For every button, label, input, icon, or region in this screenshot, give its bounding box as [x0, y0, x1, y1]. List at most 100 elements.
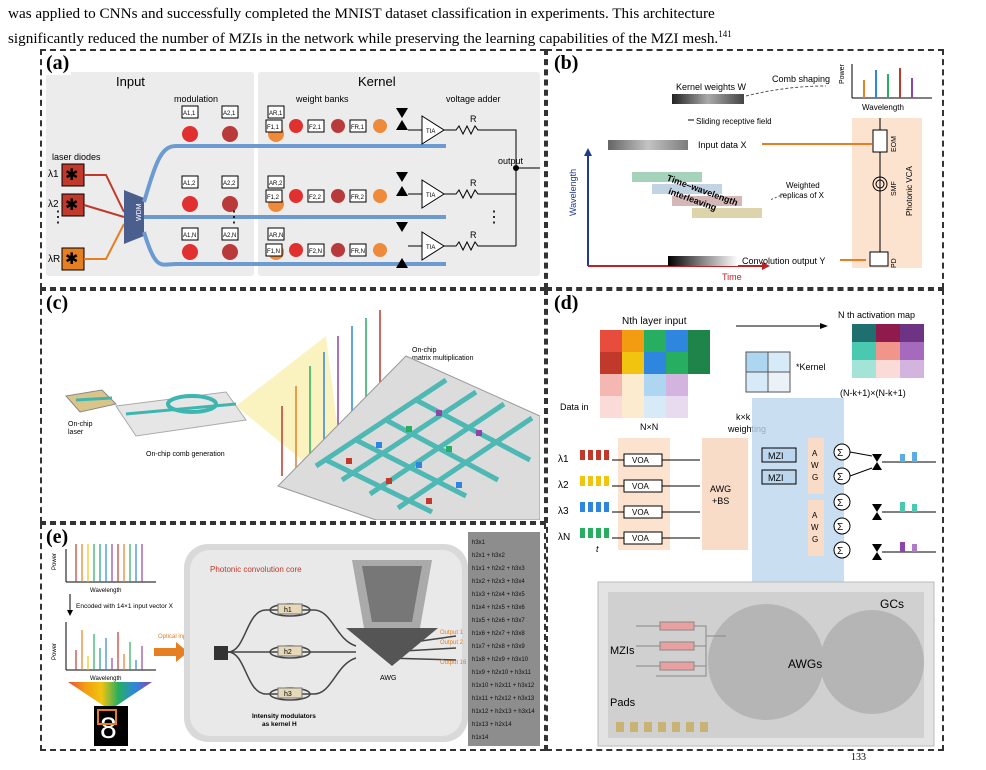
input-data-label: Input data X	[698, 140, 747, 150]
intro-line-1: was applied to CNNs and successfully com…	[8, 5, 715, 22]
svg-text:h1x10 + h2x11 + h3x12: h1x10 + h2x11 + h3x12	[472, 683, 535, 689]
f22: F2,2	[309, 195, 322, 201]
r-1: R	[470, 114, 477, 124]
im-label-1: Intensity modulators	[252, 713, 316, 720]
panel-d-figure: Nth layer input N th activation map N×N …	[558, 310, 936, 747]
fr1: FR,1	[351, 125, 365, 131]
svg-text:✱: ✱	[65, 167, 78, 184]
modulators: A1,1 A2,1 AR,1 A1,2 A2,2 AR,2 A1,N A2,N …	[181, 105, 285, 260]
mzi-1: MZI	[768, 451, 784, 461]
comb-spectrum	[863, 68, 913, 98]
weighted-label: Weighted	[786, 181, 820, 190]
svg-text:Σ: Σ	[837, 546, 843, 557]
output-1: Output 1	[440, 630, 464, 636]
encoded-comb	[75, 630, 143, 670]
sigma-labels: Σ Σ Σ Σ Σ	[837, 448, 843, 557]
svg-text:G: G	[812, 473, 818, 482]
svg-text:⋮: ⋮	[50, 209, 66, 226]
svg-text:VOA: VOA	[632, 456, 650, 465]
svg-text:h1x4 + h2x5 + h3x6: h1x4 + h2x5 + h3x6	[472, 605, 525, 611]
a2n: A2,N	[223, 233, 236, 239]
awg-label: AWG	[380, 675, 396, 682]
svg-text:h2x1 + h3x2: h2x1 + h3x2	[472, 553, 506, 559]
awg-bs-2: +BS	[712, 496, 729, 506]
panel-a: Input Kernel modulation weight banks vol…	[46, 72, 540, 276]
svg-text:λ2: λ2	[558, 480, 569, 491]
svg-text:G: G	[812, 535, 818, 544]
laser-diodes-label: laser diodes	[52, 152, 101, 162]
right-top-frame	[546, 49, 944, 289]
panel-b-label: (b)	[552, 52, 581, 75]
fr2: FR,2	[351, 195, 365, 201]
svg-text:h1x13 + h2x14: h1x13 + h2x14	[472, 722, 512, 728]
photodiodes	[396, 108, 408, 268]
svg-text:Σ: Σ	[837, 448, 843, 459]
svg-text:Σ: Σ	[837, 498, 843, 509]
kxk-label: k×k	[736, 412, 751, 422]
size-formula: (N-k+1)×(N-k+1)	[840, 388, 906, 398]
conv-output-label: Convolution output Y	[742, 256, 825, 266]
panel-c-figure: On-chip matrix multiplication On-chip la…	[65, 310, 540, 520]
mzis-label: MZIs	[610, 645, 635, 657]
right-bottom-frame	[546, 289, 944, 751]
onchip-laser-2: laser	[68, 429, 84, 436]
tia-3: TIA	[426, 245, 435, 251]
voltage-adder-label: voltage adder	[446, 94, 501, 104]
chip-mzis	[659, 621, 695, 671]
e-wavelength-1: Wavelength	[90, 588, 121, 594]
svg-text:h1x7 + h2x8 + h3x9: h1x7 + h2x8 + h3x9	[472, 644, 525, 650]
svg-text:h1x5 + h2x6 + h3x7: h1x5 + h2x6 + h3x7	[472, 618, 525, 624]
left-top-frame	[40, 49, 546, 289]
h2-label: h2	[284, 649, 292, 656]
svg-text:A: A	[812, 449, 818, 458]
lambda-rows: λ1 λ2 λ3 λN	[558, 454, 570, 543]
panel-e: Power Wavelength Encoded with 14×1 input…	[46, 530, 540, 748]
activation-map	[852, 324, 924, 378]
wavelength-label: Wavelength	[568, 169, 578, 216]
svg-text:W: W	[811, 523, 819, 532]
svg-text:h1x14: h1x14	[472, 735, 489, 741]
pads	[616, 722, 708, 732]
left-bottom-frame	[40, 523, 546, 751]
weight-banks-label: weight banks	[295, 94, 349, 104]
mnist-digit: 8	[100, 712, 117, 745]
caption-ref: 133	[851, 752, 866, 763]
r-2: R	[470, 178, 477, 188]
t-label: t	[596, 544, 599, 554]
core-title: Photonic convolution core	[210, 565, 302, 574]
input-grid	[600, 330, 710, 418]
comb-shaping-label: Comb shaping	[772, 74, 830, 84]
h1-label: h1	[284, 607, 292, 614]
voa-labels: VOA VOA VOA VOA	[632, 456, 650, 543]
intro-ref: 141	[718, 29, 732, 39]
svg-text:✱: ✱	[65, 251, 78, 268]
f21: F2,1	[309, 125, 322, 131]
gcs-label: GCs	[880, 597, 904, 611]
laser-diodes: ✱ ✱ ✱ ⋮	[50, 163, 85, 271]
weighting-label: weighting	[727, 424, 766, 434]
panel-c-label: (c)	[44, 292, 71, 315]
output-equations: h3x1 h2x1 + h3x2 h1x1 + h2x2 + h3x3 h1x2…	[472, 540, 535, 741]
weight-banks: F1,1 F2,1 FR,1 F1,2 F2,2 FR,2 F1,N F2,N …	[265, 119, 387, 257]
svg-text:h1x9 + h2x10 + h3x11: h1x9 + h2x10 + h3x11	[472, 670, 532, 676]
f1n: F1,N	[267, 249, 280, 255]
tia-1: TIA	[426, 129, 435, 135]
wavelength-axis-label: Wavelength	[862, 103, 904, 112]
svg-text:✱: ✱	[65, 197, 78, 214]
h3-label: h3	[284, 691, 292, 698]
time-label: Time	[722, 272, 742, 282]
svg-text:λ1: λ1	[558, 454, 569, 465]
frn: FR,N	[351, 249, 365, 255]
replicas-label: replicas of X	[780, 191, 825, 200]
ar2: AR,2	[269, 181, 283, 187]
panel-b-figure: Kernel weights W Comb shaping Power Wave…	[568, 63, 932, 282]
svg-text:h1x1 + h2x2 + h3x3: h1x1 + h2x2 + h3x3	[472, 566, 525, 572]
svg-text:Σ: Σ	[837, 472, 843, 483]
f2n: F2,N	[309, 249, 322, 255]
power-axis-label: Power	[839, 63, 846, 84]
ar1: AR,1	[269, 111, 283, 117]
svg-text:h1x12 + h2x13 + h3x14: h1x12 + h2x13 + h3x14	[472, 709, 535, 715]
panel-e-figure: Power Wavelength Encoded with 14×1 input…	[52, 532, 540, 746]
panel-a-figure: Input Kernel modulation weight banks vol…	[46, 72, 540, 276]
svg-text:h3x1: h3x1	[472, 540, 486, 546]
